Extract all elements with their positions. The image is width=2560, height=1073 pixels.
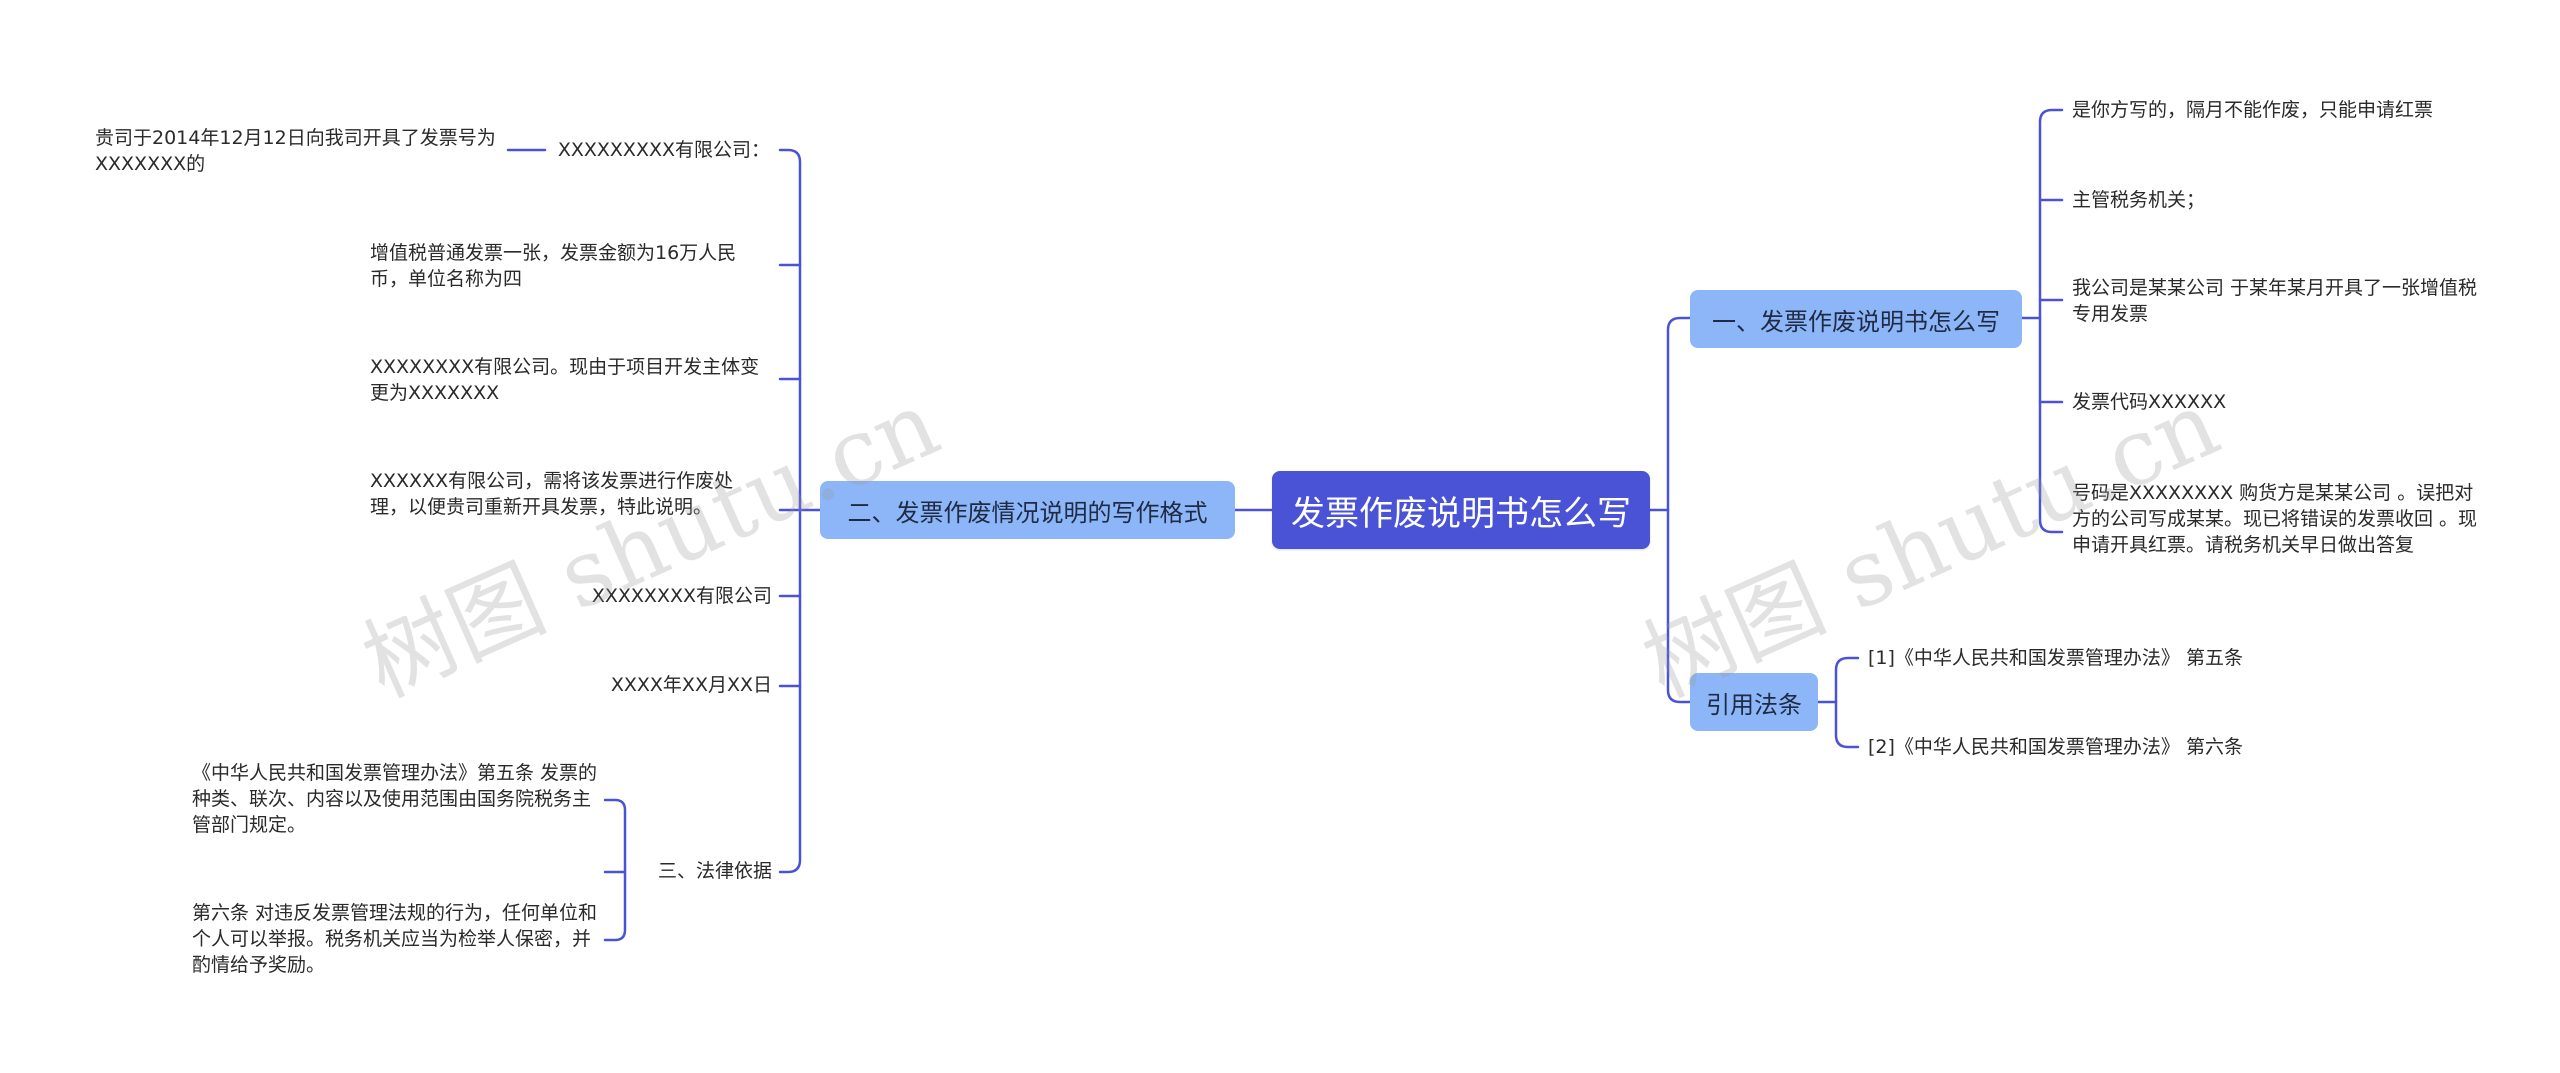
leaf-legal-basis[interactable]: 三、法律依据 — [657, 860, 772, 882]
leaf-invoice-code[interactable]: 发票代码XXXXXX — [2072, 391, 2227, 413]
leaf-issued-invoice[interactable]: 我公司是某某公司 于某年某月开具了一张增值税专用发票 — [2072, 277, 2478, 325]
connector-right2-spine — [1834, 656, 1860, 749]
leaf-first-sub[interactable]: 贵司于2014年12月12日向我司开具了发票号为XXXXXXX的 — [95, 127, 496, 175]
branch-cited-laws[interactable]: 引用法条 — [1690, 673, 1818, 731]
leaf-invoice-amount[interactable]: 增值税普通发票一张，发票金额为16万人民币，单位名称为四 — [370, 242, 737, 290]
branch-writing-format[interactable]: 二、发票作废情况说明的写作格式 — [820, 481, 1235, 539]
connector-left-spine — [778, 148, 802, 874]
leaf-tax-authority[interactable]: 主管税务机关； — [2072, 189, 2206, 211]
leaf-project-change[interactable]: XXXXXXXX有限公司。现由于项目开发主体变更为XXXXXXX — [370, 356, 760, 404]
leaf-law-article6[interactable]: 第六条 对违反发票管理法规的行为，任何单位和个人可以举报。税务机关应当为检举人保… — [192, 902, 598, 976]
leaf-invoice-number[interactable]: 号码是XXXXXXXX 购货方是某某公司 。误把对方的公司写成某某。现已将错误的… — [2072, 482, 2478, 556]
leaf-red-invoice-note[interactable]: 是你方写的，隔月不能作废，只能申请红票 — [2072, 99, 2434, 121]
leaf-company-sign[interactable]: XXXXXXXX有限公司 — [591, 585, 772, 607]
connector-right1-spine — [2038, 108, 2064, 534]
leaf-void-request[interactable]: XXXXXX有限公司，需将该发票进行作废处理，以便贵司重新开具发票，特此说明。 — [370, 470, 734, 518]
root-topic[interactable]: 发票作废说明书怎么写 — [1272, 471, 1650, 549]
connector-law-spine — [603, 798, 627, 942]
leaf-law-article5[interactable]: 《中华人民共和国发票管理办法》第五条 发票的种类、联次、内容以及使用范围由国务院… — [192, 762, 598, 836]
branch-how-to-write[interactable]: 一、发票作废说明书怎么写 — [1690, 290, 2022, 348]
leaf-cite-1[interactable]: [1]《中华人民共和国发票管理办法》 第五条 — [1868, 647, 2243, 669]
leaf-cite-2[interactable]: [2]《中华人民共和国发票管理办法》 第六条 — [1868, 736, 2243, 758]
leaf-company-header[interactable]: XXXXXXXXX有限公司： — [557, 139, 770, 161]
leaf-date[interactable]: XXXX年XX月XX日 — [610, 674, 772, 696]
connector-right-spine — [1666, 316, 1692, 704]
